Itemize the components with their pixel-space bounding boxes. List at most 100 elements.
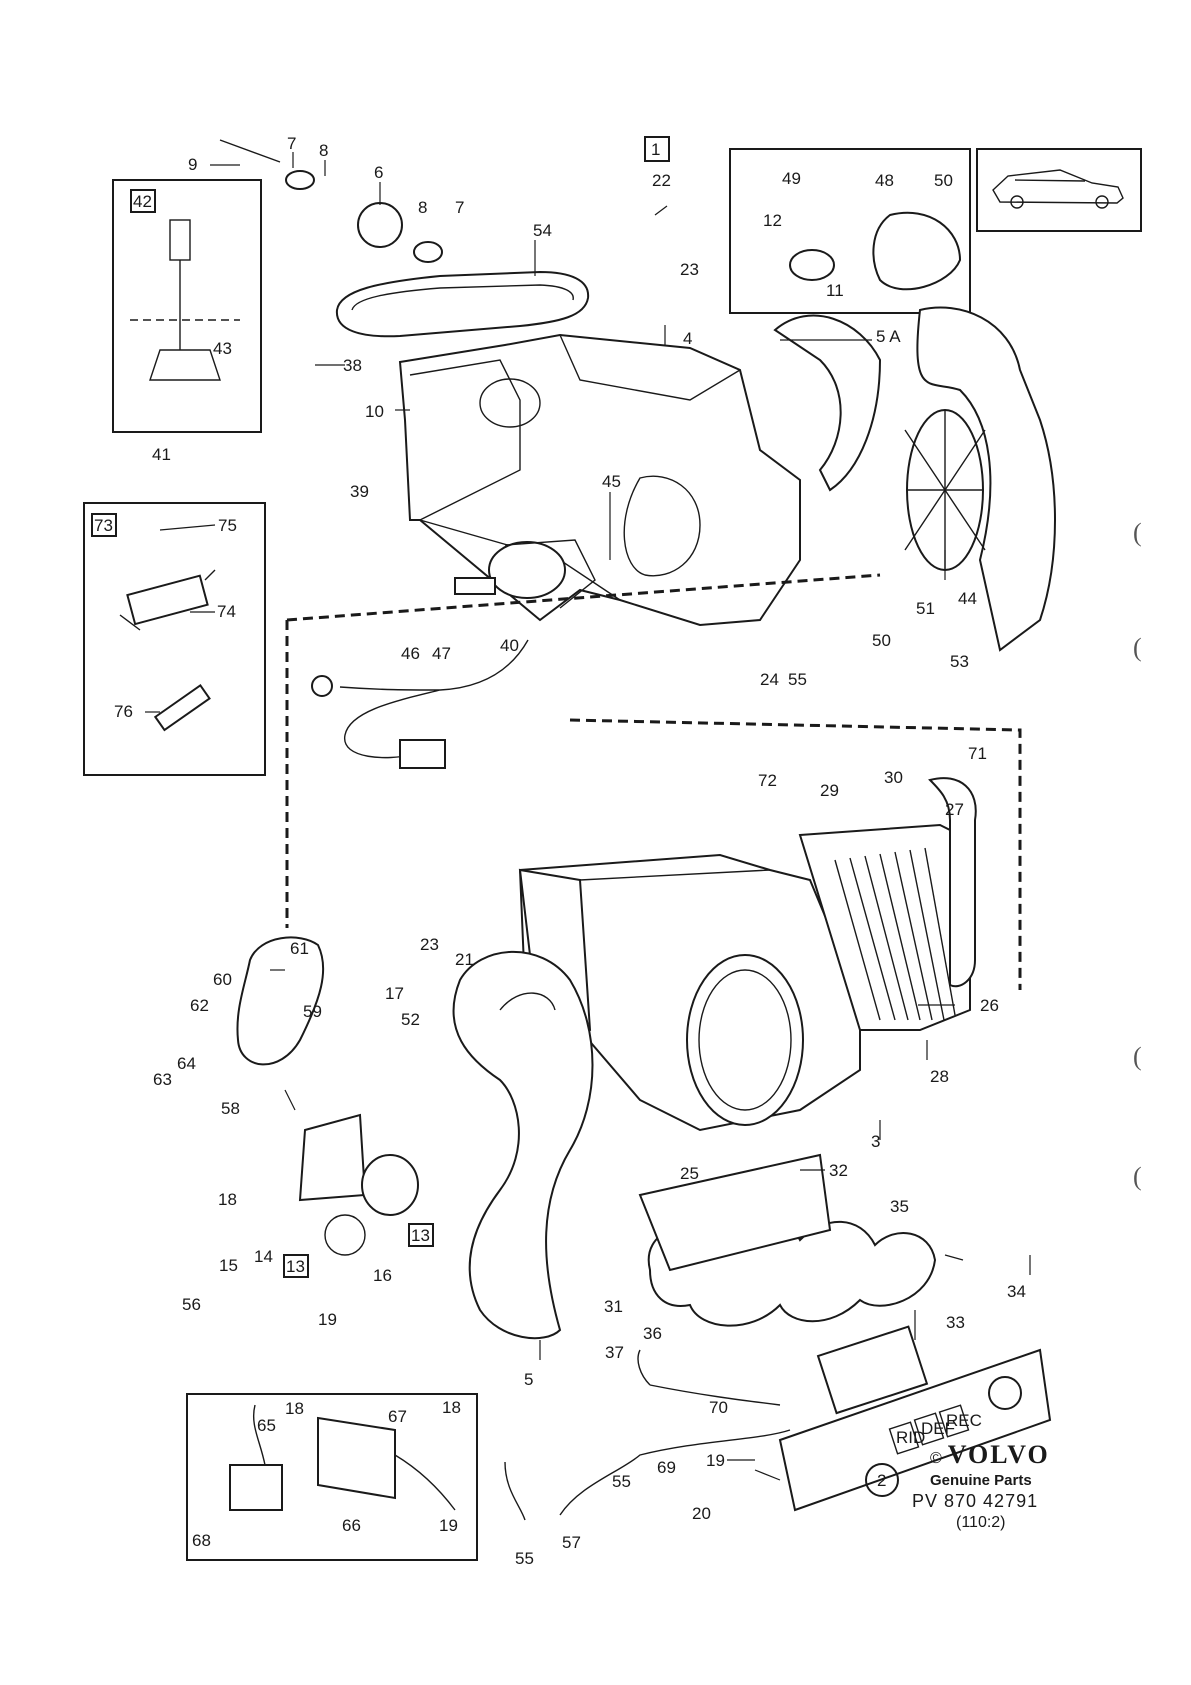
copyright-symbol: © [930,1450,942,1467]
callout-19-inset: 19 [439,1516,458,1535]
callout-61: 61 [290,939,309,958]
callout-31: 31 [604,1297,623,1316]
callout-56: 56 [182,1295,201,1314]
part-reference-number: PV 870 42791 [912,1491,1039,1511]
callout-5-lower: 5 [524,1370,533,1389]
callout-39: 39 [350,482,369,501]
callout-7-mid: 7 [455,198,464,217]
sensor-assembly [130,219,240,381]
callout-19-right: 19 [706,1451,725,1470]
callout-1: 1 [651,140,660,159]
callout-50-top: 50 [934,171,953,190]
callout-47: 47 [432,644,451,663]
assembly-boundary-dashes [285,573,1022,990]
callout-70: 70 [709,1398,728,1417]
callout-18-inset-left: 18 [285,1399,304,1418]
callout-52: 52 [401,1010,420,1029]
callout-51: 51 [916,599,935,618]
callout-23-mid: 23 [420,935,439,954]
callout-42: 42 [133,192,152,211]
car-silhouette-icon [992,169,1124,209]
callout-12: 12 [763,211,782,230]
volvo-logo: © VOLVO [930,1440,1110,1470]
callout-4: 4 [683,329,692,348]
inset-actuator [789,211,962,291]
callout-72: 72 [758,771,777,790]
callout-13-left: 13 [286,1257,305,1276]
callout-64: 64 [177,1054,196,1073]
callout-box-13-right [408,1223,434,1247]
callout-29: 29 [820,781,839,800]
callout-14: 14 [254,1247,273,1266]
callout-48: 48 [875,171,894,190]
vacuum-hose [504,1349,791,1521]
margin-mark-2: ( [1133,633,1142,662]
tank-bracket [638,1153,832,1272]
callout-69: 69 [657,1458,676,1477]
callout-75: 75 [218,516,237,535]
callout-19-left: 19 [318,1310,337,1329]
callout-21: 21 [455,950,474,969]
callout-20: 20 [692,1504,711,1523]
callout-73: 73 [94,516,113,535]
callout-40: 40 [500,636,519,655]
callout-62: 62 [190,996,209,1015]
panel-button-def: DEF [921,1419,955,1438]
callout-6: 6 [374,163,383,182]
part-callouts: 9 7 8 6 8 7 54 1 22 23 4 49 48 50 12 11 … [91,134,1026,1568]
inset-box-car [976,148,1142,232]
callout-15: 15 [219,1256,238,1275]
callout-18-inset-right: 18 [442,1398,461,1417]
callout-24: 24 [760,670,779,689]
callout-circle-2 [865,1463,899,1497]
callout-57: 57 [562,1533,581,1552]
callout-71: 71 [968,744,987,763]
margin-mark-3: ( [1133,1042,1142,1071]
resistor [119,569,216,631]
callout-28: 28 [930,1067,949,1086]
callout-50-mid: 50 [872,631,891,650]
brand-wordmark: VOLVO [947,1440,1050,1469]
callout-26: 26 [980,996,999,1015]
callout-59: 59 [303,1002,322,1021]
callout-16: 16 [373,1266,392,1285]
callout-35: 35 [890,1197,909,1216]
butt-connector [153,683,211,732]
heater-hose [236,936,325,1066]
callout-8-top: 8 [319,141,328,160]
callout-2: 2 [877,1471,886,1490]
callout-55-top: 55 [788,670,807,689]
callout-43: 43 [213,339,232,358]
callout-68: 68 [192,1531,211,1550]
callout-box-73 [91,513,117,537]
callout-17: 17 [385,984,404,1003]
callout-74: 74 [217,602,236,621]
callout-32: 32 [829,1161,848,1180]
callout-33: 33 [946,1313,965,1332]
callout-18-mid: 18 [218,1190,237,1209]
callout-box-1 [644,136,670,162]
margin-mark-4: ( [1133,1162,1142,1191]
callout-5a: 5 A [876,327,901,346]
callout-44: 44 [958,589,977,608]
brand-block: ©VOLVO Genuine Parts [930,1440,1110,1489]
callout-49: 49 [782,169,801,188]
callout-54: 54 [533,221,552,240]
inset-box-1 [729,148,971,314]
callout-38: 38 [343,356,362,375]
leader-lines [145,152,1031,1481]
sheet-number: (110:2) [956,1514,1006,1531]
blower-motor [454,539,596,609]
margin-mark-1: ( [1133,518,1142,547]
inset-box-73 [83,502,266,776]
callout-27: 27 [945,800,964,819]
callout-11: 11 [826,281,844,300]
inset-box-42 [112,179,262,433]
callout-58: 58 [221,1099,240,1118]
callout-22: 22 [652,171,671,190]
wire-connector [399,739,446,769]
panel-button-rid: RID [896,1428,925,1447]
callout-45: 45 [602,472,621,491]
callout-46: 46 [401,644,420,663]
